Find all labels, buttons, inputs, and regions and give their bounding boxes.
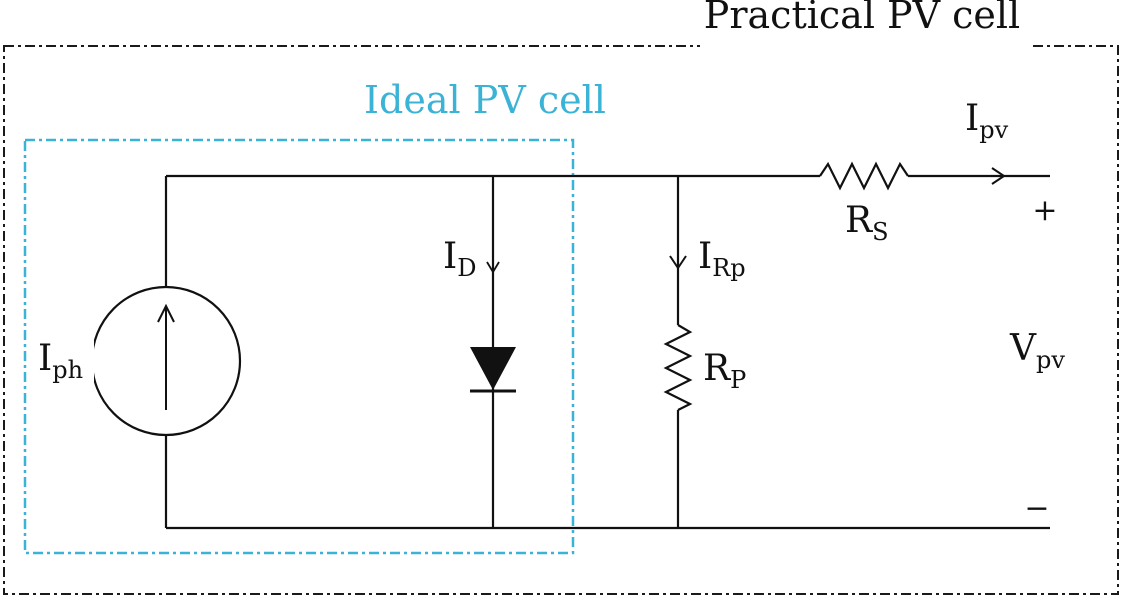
iph-label-background — [36, 330, 94, 382]
current-source-icon — [90, 285, 242, 437]
practical-pv-cell-box — [3, 45, 1119, 595]
rp-label: RP — [703, 348, 746, 394]
minus-terminal-label: − — [1024, 491, 1049, 526]
ipv-current-arrow-icon — [991, 167, 1006, 185]
plus-terminal-label: + — [1032, 193, 1057, 228]
rp-resistor-icon — [663, 324, 693, 411]
irp-label: IRp — [698, 236, 746, 282]
circuit-wires — [164, 174, 1050, 530]
diode-current-arrow-icon — [486, 261, 500, 274]
ipv-label: Ipv — [965, 98, 1009, 144]
rs-resistor-icon — [819, 161, 909, 191]
vpv-label: Vpv — [1009, 328, 1065, 374]
iph-label: Iph — [38, 338, 83, 384]
irp-current-arrow-icon — [669, 255, 687, 270]
diode-icon — [470, 347, 516, 393]
rs-label: RS — [845, 200, 889, 246]
id-label: ID — [443, 236, 476, 282]
practical-label-background — [700, 0, 1030, 50]
ideal-pv-cell-label: Ideal PV cell — [364, 78, 606, 122]
ideal-pv-cell-box — [23, 138, 575, 555]
practical-pv-cell-label: Practical PV cell — [704, 0, 1020, 37]
